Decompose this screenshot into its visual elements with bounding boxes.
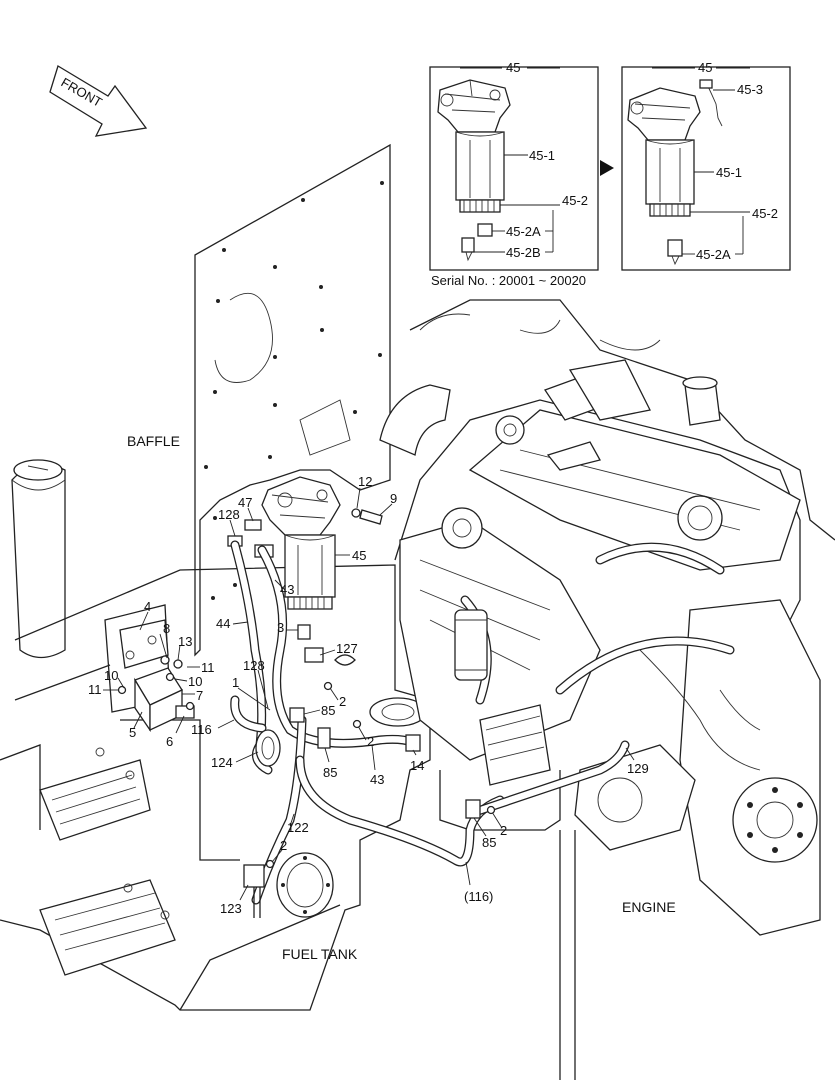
inset-right-callout-45-2: 45-2 bbox=[752, 206, 778, 221]
callout-3: 3 bbox=[277, 620, 284, 635]
right-triangle-icon bbox=[600, 160, 614, 176]
inset-right-callout-45-1: 45-1 bbox=[716, 165, 742, 180]
inset-right-callout-45-3: 45-3 bbox=[737, 82, 763, 97]
inset-left-callout-45-1: 45-1 bbox=[529, 148, 555, 163]
callout-4: 4 bbox=[144, 599, 151, 614]
inset-left-box: 45 45-1 45-2 45-2A 45-2B bbox=[429, 60, 599, 271]
callout-128-top: 128 bbox=[218, 507, 240, 522]
engine-label: ENGINE bbox=[622, 899, 676, 915]
relay-bracket-assembly bbox=[117, 619, 195, 733]
callout-6: 6 bbox=[166, 734, 173, 749]
callout-129: 129 bbox=[627, 761, 649, 776]
callout-2-upper: 2 bbox=[339, 694, 346, 709]
callout-43-top: 43 bbox=[280, 582, 294, 597]
callout-116: 116 bbox=[191, 722, 212, 737]
callout-85-top: 85 bbox=[321, 703, 335, 718]
callout-124: 124 bbox=[211, 755, 233, 770]
fuel-tank-frame bbox=[0, 459, 431, 1011]
inset-left-callout-45-2: 45-2 bbox=[562, 193, 588, 208]
inset-left-header: 45 bbox=[506, 60, 520, 75]
inset-right-header: 45 bbox=[698, 60, 712, 75]
callout-10-right: 10 bbox=[188, 674, 202, 689]
engine bbox=[379, 299, 835, 1080]
callout-8: 8 bbox=[163, 621, 170, 636]
callout-2-mid: 2 bbox=[367, 734, 374, 749]
baffle-plate bbox=[194, 143, 391, 657]
callout-13: 13 bbox=[178, 634, 192, 649]
callout-85-bottom: 85 bbox=[482, 835, 496, 850]
callout-2-lower: 2 bbox=[500, 823, 507, 838]
fuel-lines bbox=[230, 540, 630, 918]
callout-47: 47 bbox=[238, 495, 252, 510]
callout-128-lower: 128 bbox=[243, 658, 265, 673]
callout-2-tank: 2 bbox=[280, 838, 287, 853]
inset-right-callout-45-2a: 45-2A bbox=[696, 247, 731, 262]
callout-14: 14 bbox=[410, 758, 424, 773]
callout-116-ref: (116) bbox=[464, 889, 493, 904]
callout-122: 122 bbox=[287, 820, 309, 835]
serial-number-note: Serial No. : 20001 ~ 20020 bbox=[431, 273, 586, 288]
callout-11-left: 11 bbox=[88, 682, 102, 697]
front-arrow-icon: FRONT bbox=[49, 65, 148, 137]
callout-85-mid: 85 bbox=[323, 765, 337, 780]
callout-127: 127 bbox=[336, 641, 358, 656]
inset-right-box: 45 45-3 45-1 45-2 45-2A bbox=[621, 60, 791, 271]
callout-123: 123 bbox=[220, 901, 242, 916]
fuel-tank-label: FUEL TANK bbox=[282, 946, 358, 962]
callout-12: 12 bbox=[358, 474, 372, 489]
callout-10-left: 10 bbox=[104, 668, 118, 683]
baffle-label: BAFFLE bbox=[127, 433, 180, 449]
callout-43-bottom: 43 bbox=[370, 772, 384, 787]
callout-45: 45 bbox=[352, 548, 366, 563]
callout-1: 1 bbox=[232, 675, 239, 690]
inset-left-callout-45-2a: 45-2A bbox=[506, 224, 541, 239]
part-callouts: 12 9 47 128 45 43 4 44 3 127 8 13 bbox=[88, 474, 649, 916]
callout-11-right: 11 bbox=[201, 660, 215, 675]
callout-9: 9 bbox=[390, 491, 397, 506]
callout-7: 7 bbox=[196, 688, 203, 703]
callout-44: 44 bbox=[216, 616, 230, 631]
inset-left-callout-45-2b: 45-2B bbox=[506, 245, 541, 260]
callout-5: 5 bbox=[129, 725, 136, 740]
